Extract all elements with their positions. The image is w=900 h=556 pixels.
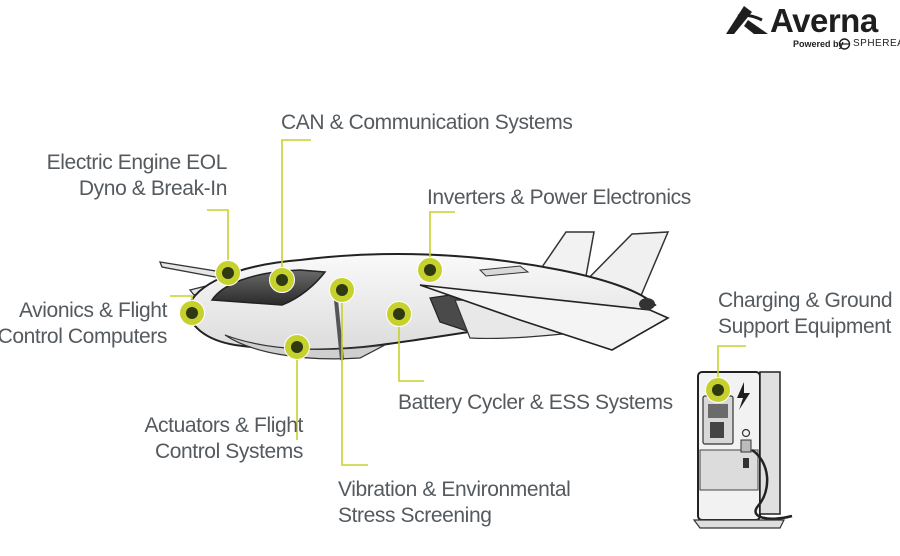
label-can-line1: CAN & Communication Systems <box>281 111 573 134</box>
label-can-communication: CAN & Communication Systems <box>281 110 573 136</box>
spherea-logo-icon <box>838 38 851 50</box>
label-avionics: Avionics & Flight Control Computers <box>0 298 167 350</box>
label-vibration-line1: Vibration & Environmental <box>338 478 571 501</box>
label-actuators: Actuators & Flight Control Systems <box>144 413 303 465</box>
label-battery-cycler: Battery Cycler & ESS Systems <box>398 390 673 416</box>
averna-logo-icon <box>726 6 768 34</box>
label-inverters-line1: Inverters & Power Electronics <box>427 186 691 209</box>
label-engine-line2: Dyno & Break-In <box>78 177 227 200</box>
label-vibration-line2: Stress Screening <box>338 504 492 527</box>
hotspot-icon <box>179 257 731 403</box>
label-avionics-line1: Avionics & Flight <box>18 299 167 322</box>
label-vibration: Vibration & Environmental Stress Screeni… <box>338 477 571 529</box>
lightning-icon <box>737 382 750 410</box>
label-battery-line1: Battery Cycler & ESS Systems <box>398 391 673 414</box>
label-charging-line2: Support Equipment <box>718 315 891 338</box>
powered-by-text: Powered by <box>793 39 844 49</box>
label-engine-line1: Electric Engine EOL <box>46 151 228 174</box>
label-charging-line1: Charging & Ground <box>718 289 893 312</box>
partner-name: SPHEREA <box>853 38 900 49</box>
label-charging: Charging & Ground Support Equipment <box>718 288 893 340</box>
label-avionics-line2: Control Computers <box>0 325 167 348</box>
label-inverters: Inverters & Power Electronics <box>427 185 691 211</box>
brand-name: Averna <box>770 2 878 39</box>
label-electric-engine: Electric Engine EOL Dyno & Break-In <box>46 150 228 202</box>
label-actuators-line2: Control Systems <box>154 440 303 463</box>
charging-station-illustration <box>692 371 793 529</box>
label-actuators-line1: Actuators & Flight <box>144 414 303 437</box>
